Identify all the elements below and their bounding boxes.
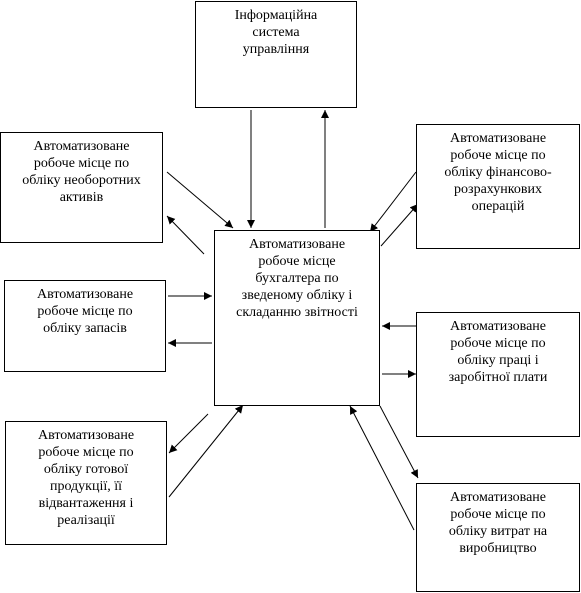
arrow-central-to-finished-goods: [168, 413, 209, 454]
arrow-production-costs-to-central: [349, 405, 415, 531]
arrow-financial-to-central: [369, 171, 417, 233]
node-info-system: Інформаційна система управління: [195, 1, 357, 108]
node-financial-label: Автоматизоване робоче місце по обліку фі…: [444, 131, 552, 214]
node-financial: Автоматизоване робоче місце по обліку фі…: [416, 124, 580, 249]
node-fixed-assets-label: Автоматизоване робоче місце по обліку не…: [22, 139, 141, 205]
arrow-central-to-financial: [380, 203, 419, 247]
node-inventory: Автоматизоване робоче місце по обліку за…: [4, 280, 166, 372]
node-fixed-assets: Автоматизоване робоче місце по обліку не…: [0, 132, 163, 243]
node-payroll-label: Автоматизоване робоче місце по обліку пр…: [448, 319, 548, 385]
node-inventory-label: Автоматизоване робоче місце по обліку за…: [36, 287, 134, 336]
node-production-costs-label: Автоматизоване робоче місце по обліку ви…: [448, 490, 548, 556]
node-central-label: Автоматизоване робоче місце бухгалтера п…: [236, 237, 358, 320]
arrow-central-to-fixed-assets: [166, 215, 205, 255]
node-production-costs: Автоматизоване робоче місце по обліку ви…: [416, 483, 580, 592]
arrow-central-to-production-costs: [379, 405, 419, 479]
node-central: Автоматизоване робоче місце бухгалтера п…: [214, 230, 380, 406]
node-finished-goods-label: Автоматизоване робоче місце по обліку го…: [37, 428, 135, 528]
node-payroll: Автоматизоване робоче місце по обліку пр…: [416, 312, 580, 437]
node-finished-goods: Автоматизоване робоче місце по обліку го…: [5, 421, 167, 545]
node-info-system-label: Інформаційна система управління: [234, 8, 318, 57]
arrow-fixed-assets-to-central: [166, 171, 234, 229]
arrow-finished-goods-to-central: [168, 404, 244, 498]
